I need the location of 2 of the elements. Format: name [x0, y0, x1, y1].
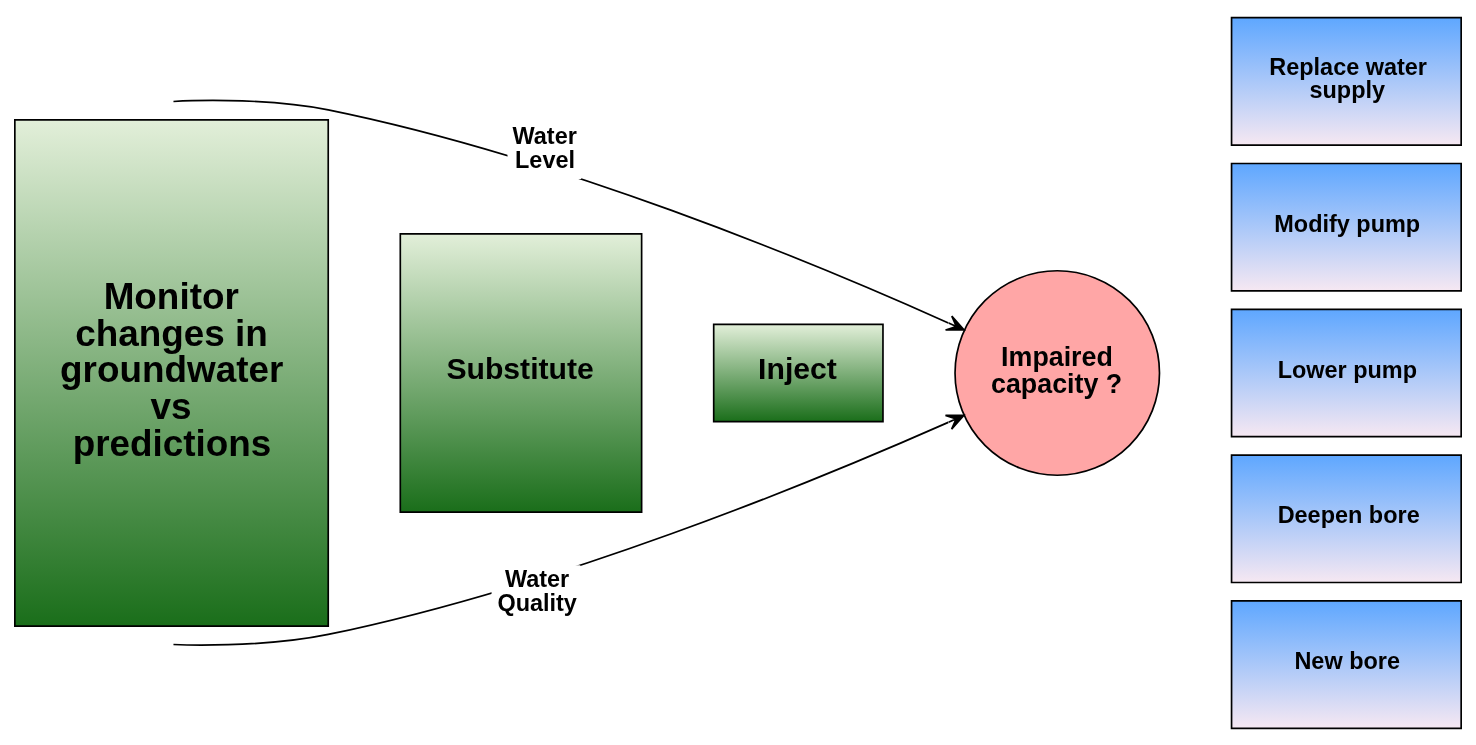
- edge-label: Water Quality: [497, 565, 577, 616]
- edge-label: Water Level: [512, 122, 577, 173]
